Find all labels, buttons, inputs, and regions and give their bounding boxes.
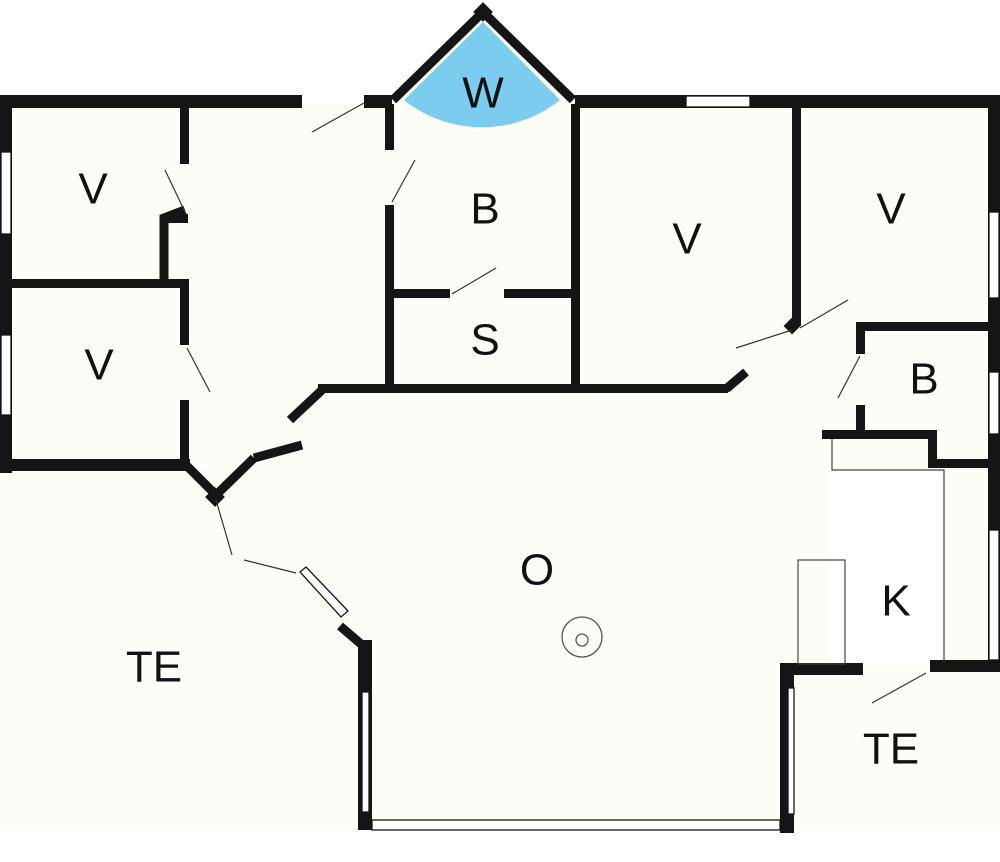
room-label-living: O xyxy=(520,546,554,595)
room-label-terrace-left: TE xyxy=(126,643,182,692)
wood-stove-icon xyxy=(561,616,603,658)
room-label-bathroom-center: B xyxy=(470,185,499,234)
room-label-bathroom-right: B xyxy=(909,355,938,404)
windows xyxy=(0,95,1000,831)
room-label-wellness: W xyxy=(462,69,504,118)
room-label-terrace-right: TE xyxy=(863,725,919,774)
door-swings xyxy=(164,102,927,704)
room-labels: V V W B S V V B O K TE TE xyxy=(78,69,938,774)
room-label-bedroom-center: V xyxy=(672,215,702,264)
kitchen-counters xyxy=(797,439,945,665)
room-label-bedroom-right: V xyxy=(876,185,906,234)
room-label-storage: S xyxy=(470,316,499,365)
floor-areas xyxy=(0,104,1000,830)
room-label-bedroom-mid-left: V xyxy=(84,341,114,390)
wellness-area xyxy=(389,2,577,128)
room-label-kitchen: K xyxy=(881,577,910,626)
room-label-bedroom-top-left: V xyxy=(78,165,108,214)
interior-walls xyxy=(12,104,988,654)
